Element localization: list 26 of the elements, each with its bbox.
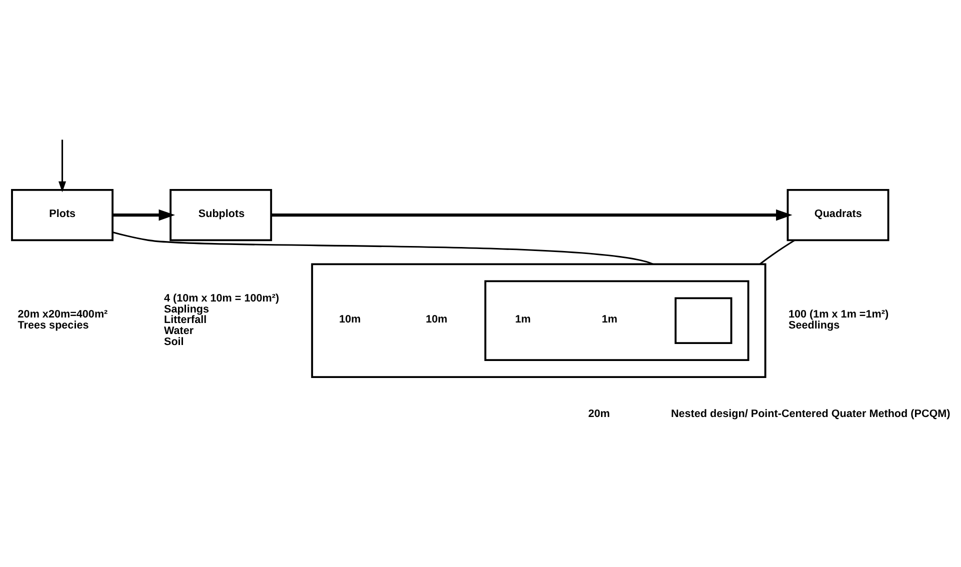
label: 1m <box>602 313 618 326</box>
connector <box>112 230 654 264</box>
arrow <box>58 139 66 192</box>
cluster <box>311 262 766 378</box>
node-box: Plots <box>11 188 114 241</box>
node-label: Soil <box>164 335 184 348</box>
node-label: Trees species <box>18 319 89 332</box>
node-label: 20m x20m=400m² <box>18 308 108 320</box>
label: 1m <box>515 313 531 326</box>
node-label: Saplings <box>164 302 210 315</box>
cluster <box>484 280 750 361</box>
connector <box>759 239 796 264</box>
label: 10m <box>339 313 361 326</box>
node-box: Subplots <box>170 188 272 241</box>
label: 10m <box>426 313 448 326</box>
arrow <box>271 208 792 220</box>
node-label: Litterfall <box>164 314 207 326</box>
node-label: Water <box>164 324 194 336</box>
node-label: Seedlings <box>788 319 840 332</box>
node-label: 100 (1m x 1m =1m²) <box>788 308 889 320</box>
arrow <box>112 208 176 220</box>
node-box: Quadrats <box>786 188 890 241</box>
label: Nested design/ Point-Centered Quater Method (PCQM) <box>670 408 950 420</box>
node-box <box>674 296 732 344</box>
node-label: 4 (10m x 10m = 100m²) <box>164 292 280 304</box>
label: 20m <box>588 408 610 420</box>
